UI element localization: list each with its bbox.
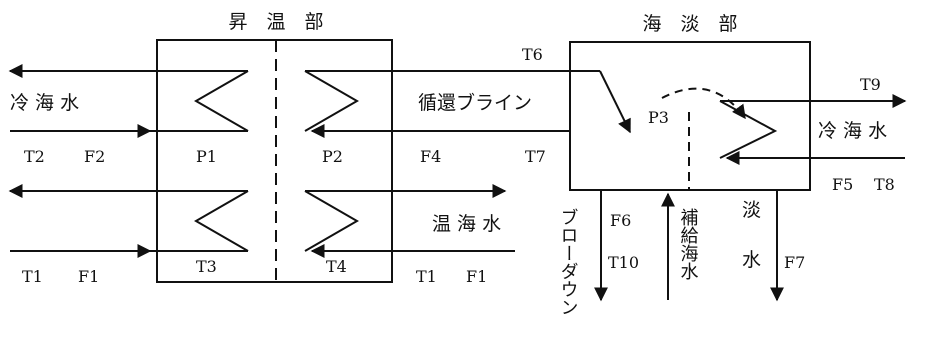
var-t4: T4 xyxy=(326,257,347,276)
cold-seawater-left-label: 冷 海 水 xyxy=(10,92,79,114)
var-t2: T2 xyxy=(24,147,45,166)
condenser-coil xyxy=(719,100,778,159)
var-t9: T9 xyxy=(860,75,881,94)
var-t10: T10 xyxy=(608,253,639,272)
heating-section-title: 昇 温 部 xyxy=(228,11,323,33)
brine-entry-arrow xyxy=(599,70,631,134)
var-t3: T3 xyxy=(196,257,217,276)
var-p2: P2 xyxy=(322,147,343,166)
var-f1-left: F1 xyxy=(78,267,99,286)
var-p1: P1 xyxy=(196,147,217,166)
heat-exchanger-coil-p1 xyxy=(193,70,249,132)
var-t7: T7 xyxy=(525,147,546,166)
var-f4: F4 xyxy=(420,147,441,166)
var-t1-left: T1 xyxy=(22,267,43,286)
cold-seawater-right-label: 冷 海 水 xyxy=(818,120,887,142)
blowdown-label: ブローダウン xyxy=(558,208,579,316)
fresh-water-label-bottom: 水 xyxy=(742,249,761,271)
warm-seawater-label: 温 海 水 xyxy=(432,213,501,235)
var-f1-right: F1 xyxy=(466,267,487,286)
var-f5: F5 xyxy=(832,175,853,194)
var-p3: P3 xyxy=(648,108,669,127)
vapor-flow-arrow xyxy=(661,87,746,120)
heat-exchanger-coil-p2 xyxy=(304,70,360,132)
fresh-water-label-top: 淡 xyxy=(742,199,761,221)
var-f2: F2 xyxy=(84,147,105,166)
desalination-section-title: 海 淡 部 xyxy=(642,13,737,35)
var-t1-right: T1 xyxy=(416,267,437,286)
var-t6: T6 xyxy=(522,45,543,64)
circulating-brine-label: 循還ブライン xyxy=(418,91,532,114)
heat-exchanger-coil-p4 xyxy=(304,190,360,252)
makeup-seawater-label: 補給海水 xyxy=(678,208,699,280)
var-f6: F6 xyxy=(610,211,631,230)
var-t8: T8 xyxy=(874,175,895,194)
heat-exchanger-coil-p3 xyxy=(193,190,249,252)
var-f7: F7 xyxy=(784,253,805,272)
heating-section-box xyxy=(156,39,393,283)
